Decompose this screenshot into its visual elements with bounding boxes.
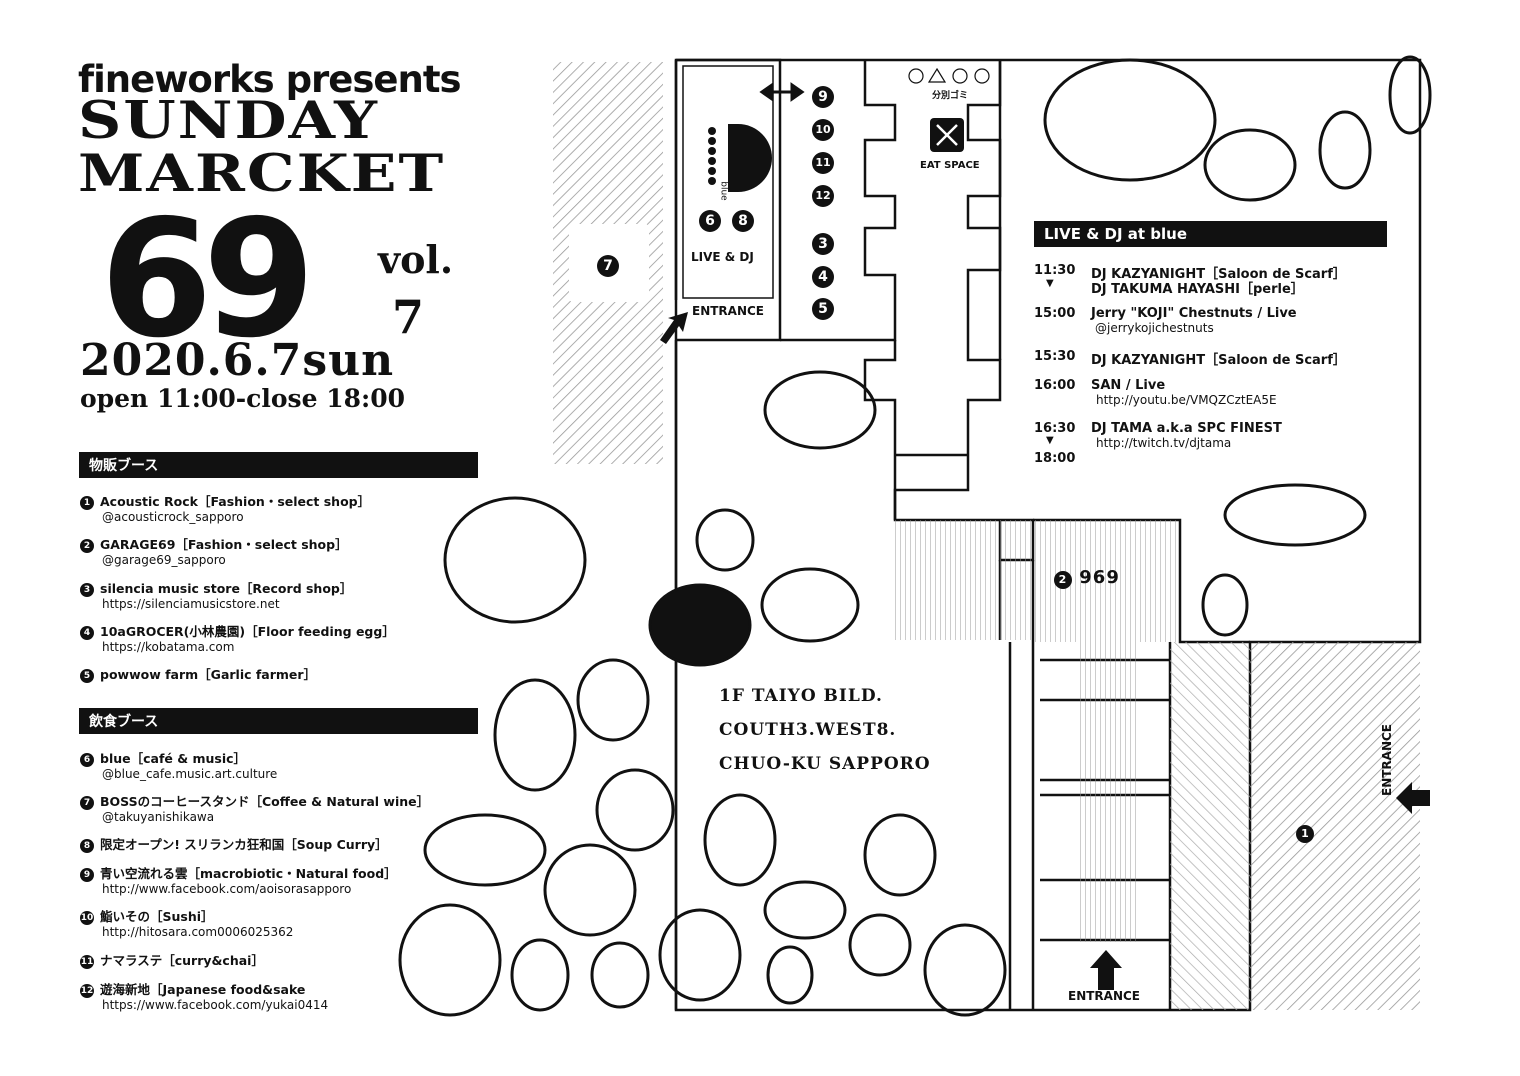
event-number: 69 (100, 186, 315, 374)
vol-label: vol. (378, 237, 454, 282)
double-arrow-icon (759, 82, 805, 102)
shop-name: 鮨いその［Sushi］ (100, 909, 214, 924)
booth-4-marker: 4 (812, 266, 834, 288)
event-date: 2020.6.7sun (80, 335, 395, 386)
garage69-label: 2 969 (1054, 567, 1120, 589)
shop-name: 限定オープン! スリランカ狂和国［Soup Curry］ (100, 837, 388, 852)
entrance-label-right: ENTRANCE (1380, 724, 1394, 796)
shop-sub: @garage69_sapporo (102, 553, 226, 567)
entrance-arrow-icon (1396, 782, 1430, 814)
shop-name: Acoustic Rock［Fashion・select shop］ (100, 494, 371, 509)
booth-8-marker: 8 (732, 210, 754, 232)
garage69-area (895, 520, 1035, 640)
shop-name: BOSSのコーヒースタンド［Coffee & Natural wine］ (100, 794, 430, 809)
live-dj-label: LIVE & DJ (691, 250, 754, 264)
shop-name: silencia music store［Record shop］ (100, 581, 353, 596)
shop-sub: https://silenciamusicstore.net (102, 597, 280, 611)
food-heading: 飲食ブース (79, 708, 478, 734)
recycle-icons (908, 67, 990, 84)
shop-name: GARAGE69［Fashion・select shop］ (100, 537, 348, 552)
title-sunday: SUNDAY (78, 91, 379, 151)
shop-name: blue［café & music］ (100, 751, 247, 766)
booth-11-marker: 11 (812, 152, 834, 174)
address-line-1: 1F TAIYO BILD. (719, 686, 883, 706)
garbage-label: 分別ゴミ (932, 91, 969, 101)
blue-label: blue (718, 181, 729, 201)
shop-sub: @acousticrock_sapporo (102, 510, 244, 524)
shop-sub: http://hitosara.com0006025362 (102, 925, 294, 939)
shop-name: ナマラステ［curry&chai］ (100, 953, 264, 968)
acoustic-rock-area (1170, 642, 1250, 1010)
shop-sub: @blue_cafe.music.art.culture (102, 767, 278, 781)
arrow-down-icon: ▼ (1046, 435, 1054, 446)
cartoon-illustrations (398, 55, 1432, 1017)
address-line-2: COUTH3.WEST8. (719, 720, 897, 740)
booth-6-marker: 6 (699, 210, 721, 232)
shop-name: 10aGROCER(小林農園)［Floor feeding egg］ (100, 624, 395, 639)
booth-7-marker: 7 (597, 255, 619, 277)
booth-10-marker: 10 (812, 119, 834, 141)
shop-name: powwow farm［Garlic farmer］ (100, 667, 317, 682)
entrance-arrow-icon (660, 312, 688, 344)
schedule-entry: 15:00 Jerry "KOJI" Chestnuts / Live @jer… (1034, 306, 1297, 335)
booth-3-marker: 3 (812, 233, 834, 255)
shop-sub: http://www.facebook.com/aoisorasapporo (102, 882, 352, 896)
entrance-arrow-icon (1090, 950, 1122, 990)
booth-12-marker: 12 (812, 185, 834, 207)
entrance-label-bottom: ENTRANCE (1068, 989, 1140, 1003)
shop-sub: https://www.facebook.com/yukai0414 (102, 998, 329, 1012)
acoustic-rock-label: 1 (1296, 818, 1314, 843)
presents-line: fineworks presents (78, 58, 462, 101)
eat-space-label: EAT SPACE (920, 160, 980, 171)
schedule-entry: 16:30 ▼ 18:00 DJ TAMA a.k.a SPC FINEST h… (1034, 421, 1282, 466)
booth-9-marker: 9 (812, 86, 834, 108)
sales-heading: 物販ブース (79, 452, 478, 478)
vol-number: 7 (392, 290, 425, 344)
shop-name: 青い空流れる雲［macrobiotic・Natural food］ (100, 866, 397, 881)
shop-name: 遊海新地［Japanese food&sake (100, 982, 306, 997)
title-marcket: MARCKET (78, 144, 446, 204)
booth-5-marker: 5 (812, 298, 834, 320)
schedule-heading: LIVE & DJ at blue (1034, 221, 1387, 247)
address-line-3: CHUO-KU SAPPORO (719, 754, 931, 774)
schedule-entry: 11:30 ▼ DJ KAZYANIGHT［Saloon de Scarf］ D… (1034, 263, 1346, 297)
shop-sub: @takuyanishikawa (102, 810, 215, 824)
schedule-entry: 16:00 SAN / Live http://youtu.be/VMQZCzt… (1034, 378, 1277, 407)
entrance-label-top: ENTRANCE (692, 304, 764, 318)
arrow-down-icon: ▼ (1046, 278, 1054, 289)
schedule-entry: 15:30 DJ KAZYANIGHT［Saloon de Scarf］ (1034, 349, 1346, 368)
event-hours: open 11:00-close 18:00 (80, 384, 406, 413)
shop-sub: https://kobatama.com (102, 640, 235, 654)
blue-stage-icon (708, 124, 772, 192)
